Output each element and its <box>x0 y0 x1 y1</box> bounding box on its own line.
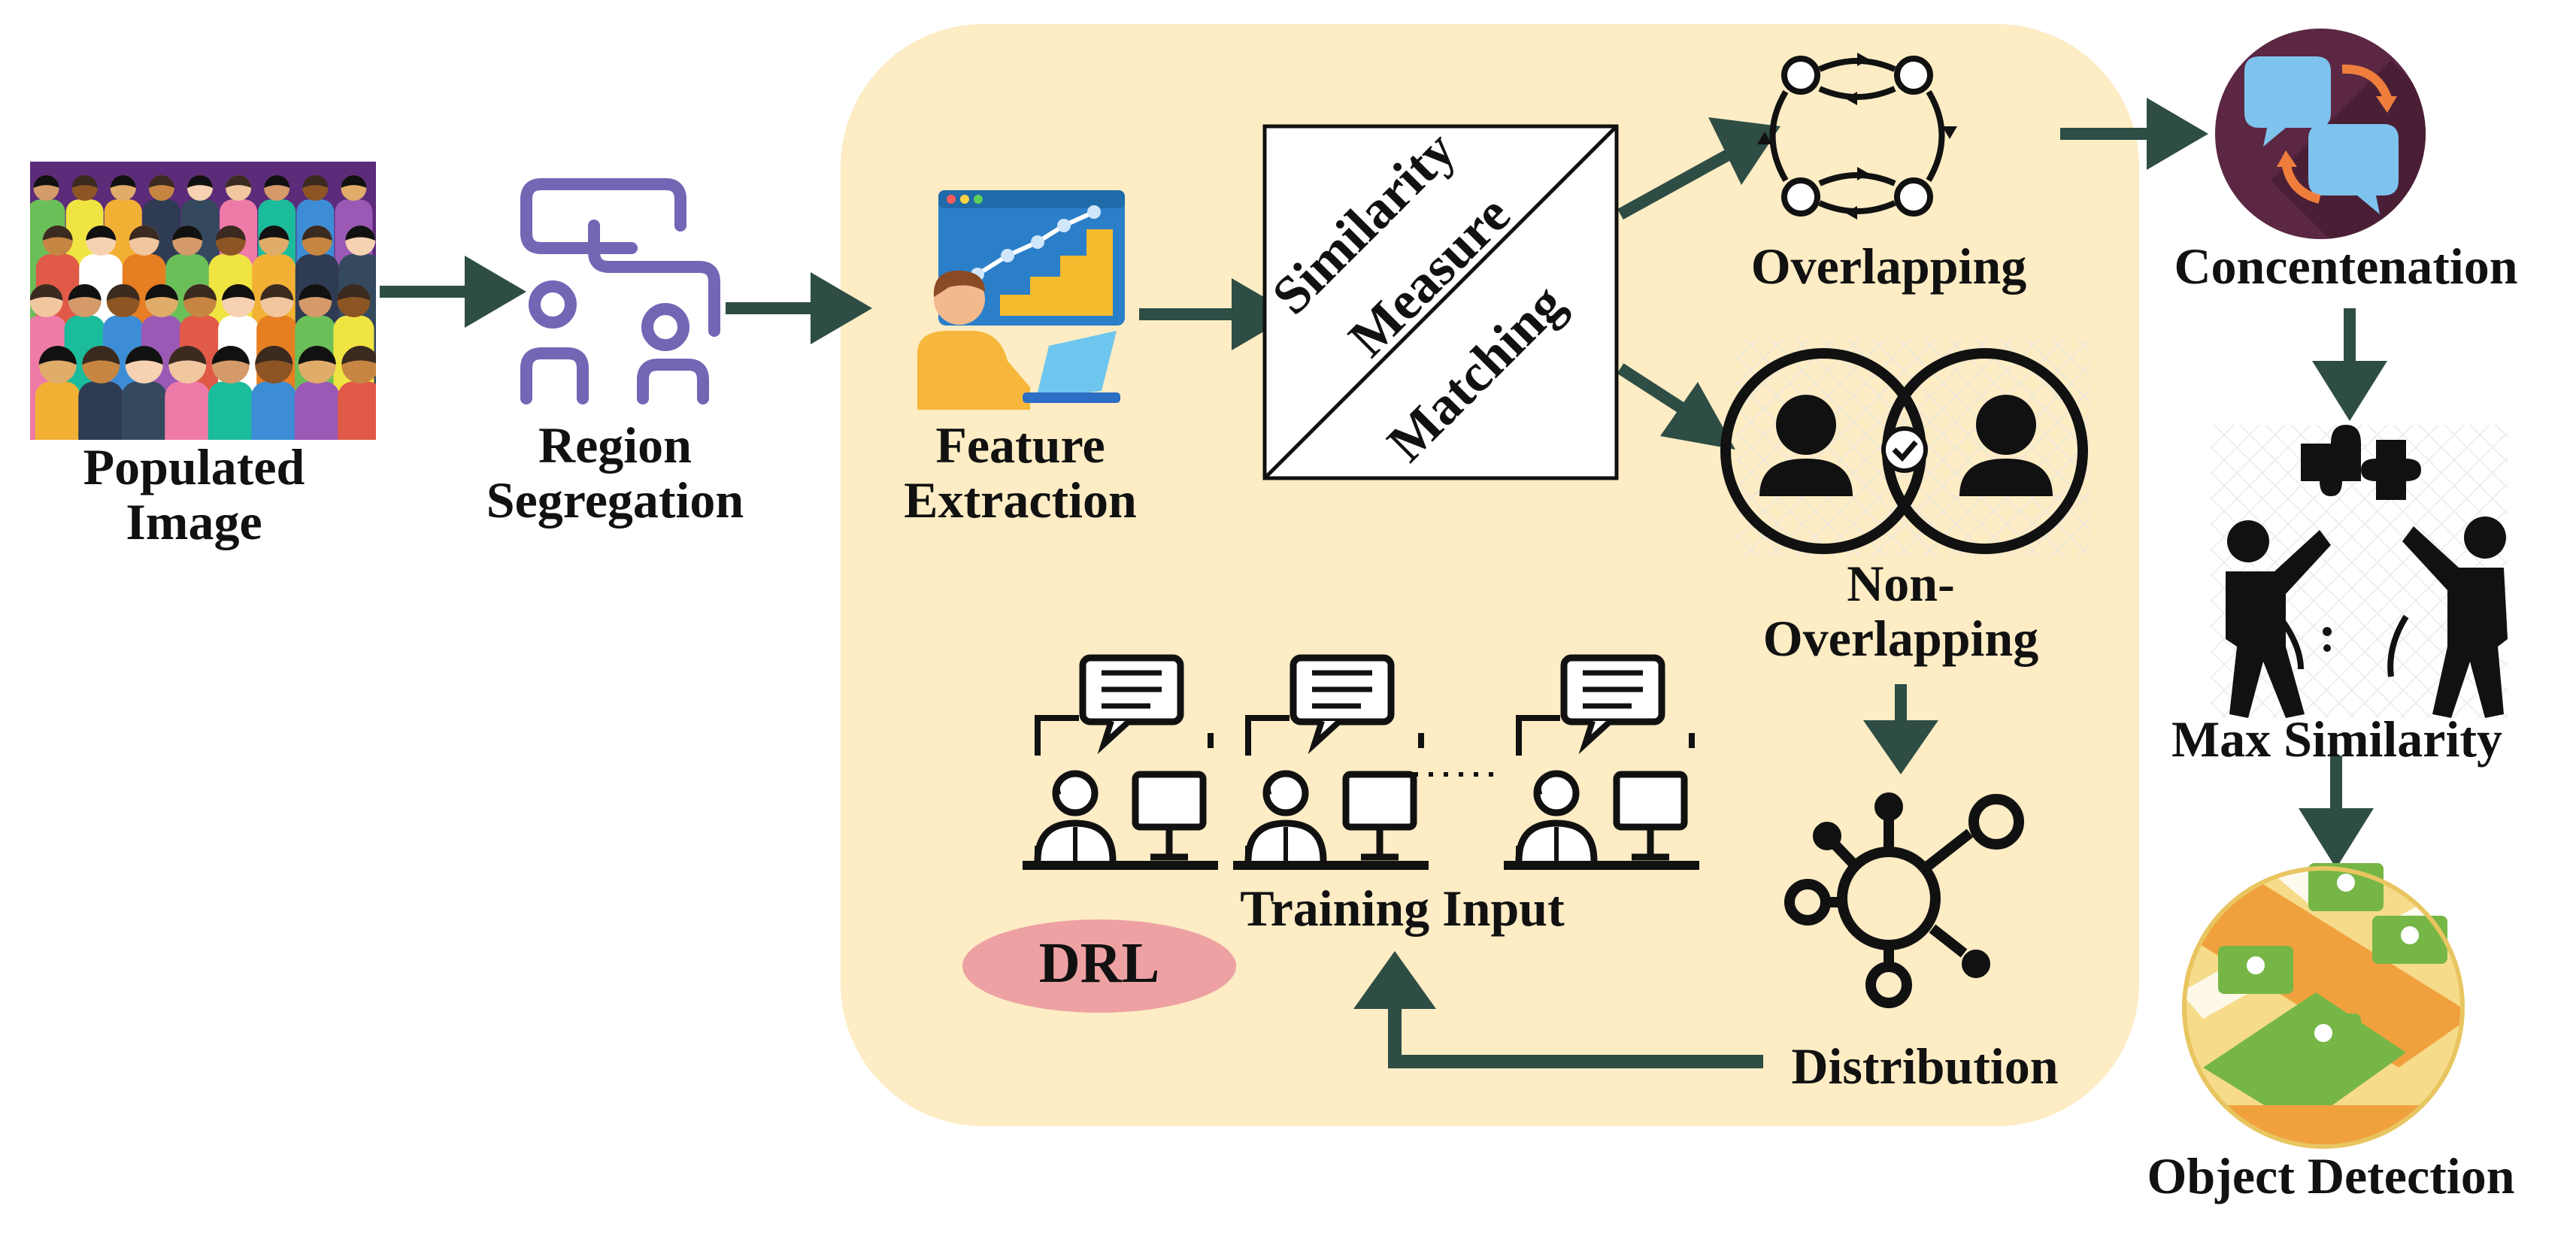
arrow-to-non-overlapping <box>1617 363 1735 450</box>
region-label-line2: Segregation <box>486 471 744 529</box>
venn-users-icon <box>1720 338 2090 556</box>
puzzle-people-icon <box>2211 425 2508 718</box>
region-segregation-label: Region Segregation <box>486 417 744 529</box>
cycle-arrows-icon <box>1757 53 1957 220</box>
map-pins-icon <box>2182 863 2465 1149</box>
arrow-feature-to-similarity <box>1139 278 1293 350</box>
org-chart-icon <box>520 178 720 404</box>
arrow-to-overlapping <box>1617 117 1780 220</box>
max-similarity-label: Max Similarity <box>2171 710 2503 768</box>
non-overlapping-line1: Non- <box>1847 555 1955 612</box>
training-input-label: Training Input <box>1240 880 1565 937</box>
distribution-label: Distribution <box>1791 1038 2059 1095</box>
processing-panel <box>841 24 2139 1126</box>
populated-image-label: Populated Image <box>83 438 305 551</box>
populated-label-line2: Image <box>126 493 262 551</box>
feature-label-line2: Extraction <box>904 471 1137 529</box>
overlapping-label: Overlapping <box>1750 238 2027 295</box>
arrow-max-similarity-to-object-detection <box>2299 756 2374 868</box>
analyst-chart-icon <box>917 190 1125 410</box>
concatenation-label: Concentenation <box>2174 238 2518 295</box>
feature-label-line1: Feature <box>935 417 1105 474</box>
drl-label: DRL <box>1038 932 1160 995</box>
object-detection-label: Object Detection <box>2147 1147 2515 1204</box>
chat-exchange-icon <box>2215 29 2426 239</box>
populated-label-line1: Populated <box>83 438 305 495</box>
workstation-users-icon <box>1023 658 1699 870</box>
arrow-distribution-to-training <box>1353 951 1763 1068</box>
drl-ellipse <box>962 919 1236 1013</box>
arrow-nonoverlap-to-distribution <box>1863 684 1938 774</box>
arrow-region-to-feature <box>726 272 872 344</box>
arrow-concatenation-to-max-similarity <box>2312 308 2387 421</box>
arrow-populated-to-region <box>380 256 526 328</box>
crowd-photo-icon <box>30 162 376 440</box>
region-label-line1: Region <box>538 417 692 474</box>
non-overlapping-label: Non- Overlapping <box>1763 556 2039 667</box>
non-overlapping-line2: Overlapping <box>1762 610 2039 668</box>
similarity-matching-box <box>1262 124 1619 480</box>
arrow-overlapping-to-concatenation <box>2060 98 2208 170</box>
feature-extraction-label: Feature Extraction <box>904 417 1137 529</box>
flow-arrows <box>380 98 2387 1068</box>
network-hub-icon <box>1784 792 2024 1008</box>
